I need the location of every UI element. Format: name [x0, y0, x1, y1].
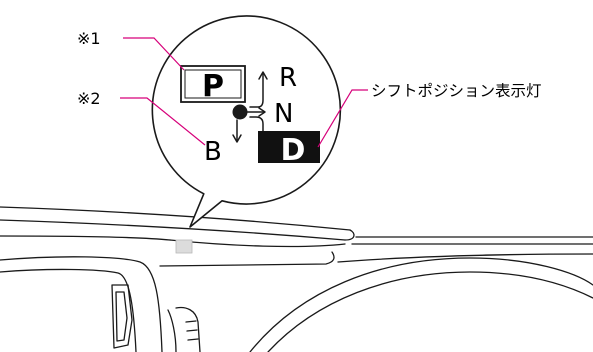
r-position-label: R: [279, 63, 297, 93]
indicator-sensor: [175, 239, 193, 254]
note-2-label: ※2: [77, 89, 101, 108]
magnifier-bubble: [151, 15, 342, 228]
d-position-indicator: [258, 131, 320, 163]
p-position-label: P: [202, 69, 224, 104]
p-position-box: [180, 65, 246, 103]
leader-lines: [120, 37, 368, 148]
note-1-label: ※1: [77, 29, 101, 48]
shift-indicator-light-label: シフトポジション表示灯: [371, 82, 542, 100]
b-position-label: B: [204, 137, 222, 167]
n-position-label: N: [274, 99, 293, 129]
dashboard-illustration: [0, 206, 593, 352]
d-position-label: D: [281, 133, 306, 168]
